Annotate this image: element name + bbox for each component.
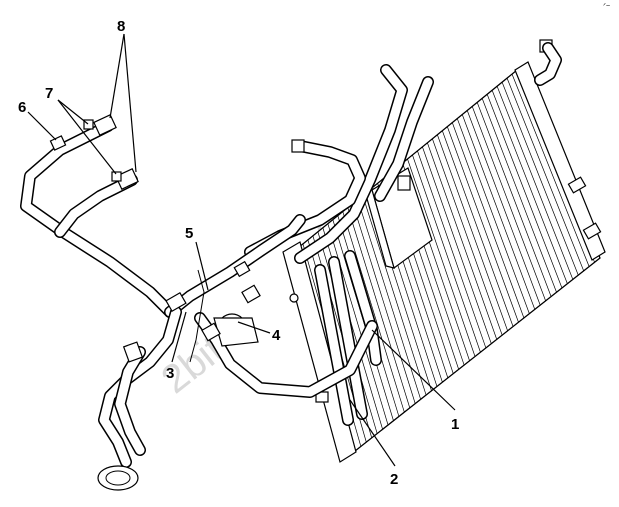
lower-left-pipe — [97, 306, 182, 491]
leader-8a — [109, 33, 125, 119]
leader-7b — [57, 99, 117, 175]
upper-refrigerant-pipe — [244, 42, 562, 264]
radiator-fin — [491, 90, 568, 284]
radiator-fin — [471, 106, 546, 301]
radiator-fin — [506, 78, 585, 271]
callout-labels: 1 2 3 4 5 6 7 8 — [18, 18, 459, 488]
radiator-fin — [481, 98, 557, 293]
callout-2: 2 — [390, 471, 398, 488]
callout-7: 7 — [45, 85, 53, 102]
lower-return-pipe — [194, 312, 378, 398]
clamp-brackets — [165, 139, 305, 363]
radiator-fin — [417, 150, 487, 349]
radiator-fin — [327, 223, 389, 426]
compressor-fitting — [97, 465, 139, 491]
radiator-fin — [422, 146, 492, 344]
leader-4 — [237, 321, 271, 334]
radiator-fin — [446, 126, 519, 323]
leader-1 — [371, 329, 456, 411]
cap-7b — [111, 171, 122, 182]
leader-7a — [57, 99, 89, 125]
radiator-fin — [437, 134, 508, 331]
leader-lines — [27, 33, 456, 467]
radiator-fin — [461, 114, 536, 310]
callout-5: 5 — [185, 225, 193, 242]
radiator-fin — [442, 130, 514, 327]
radiator-fin — [407, 158, 476, 357]
radiator-fin — [456, 118, 530, 314]
radiator-fin — [501, 82, 579, 276]
radiator-fin — [451, 122, 525, 319]
leader-3 — [171, 311, 187, 363]
radiator-fin — [352, 203, 416, 404]
leader-5 — [195, 241, 209, 291]
left-pipe-assembly — [20, 114, 306, 318]
clamp-3 — [165, 291, 187, 313]
radiator-fin — [427, 142, 498, 340]
callout-3: 3 — [166, 365, 174, 382]
radiator-fin — [412, 154, 481, 353]
connector-upper — [93, 114, 117, 136]
radiator-fin — [496, 86, 574, 280]
callout-4: 4 — [272, 327, 281, 344]
corner-mark: ᐟ~ — [603, 3, 610, 10]
leader-6 — [27, 111, 57, 141]
cap-7a — [83, 119, 94, 130]
radiator-fin — [432, 138, 503, 336]
radiator-fin — [347, 207, 411, 408]
callout-6: 6 — [18, 99, 26, 116]
radiator-right-tank — [514, 61, 606, 261]
leader-8b — [123, 33, 137, 173]
radiator-fin — [362, 195, 427, 396]
callout-1: 1 — [451, 416, 459, 433]
radiator-fin — [342, 211, 405, 413]
radiator-fin — [511, 73, 590, 267]
radiator-fin — [486, 94, 563, 289]
leader-2 — [349, 399, 396, 467]
valve-6 — [49, 135, 67, 151]
callout-8: 8 — [117, 18, 125, 35]
radiator-fin — [466, 110, 541, 306]
radiator-fin — [476, 102, 552, 297]
